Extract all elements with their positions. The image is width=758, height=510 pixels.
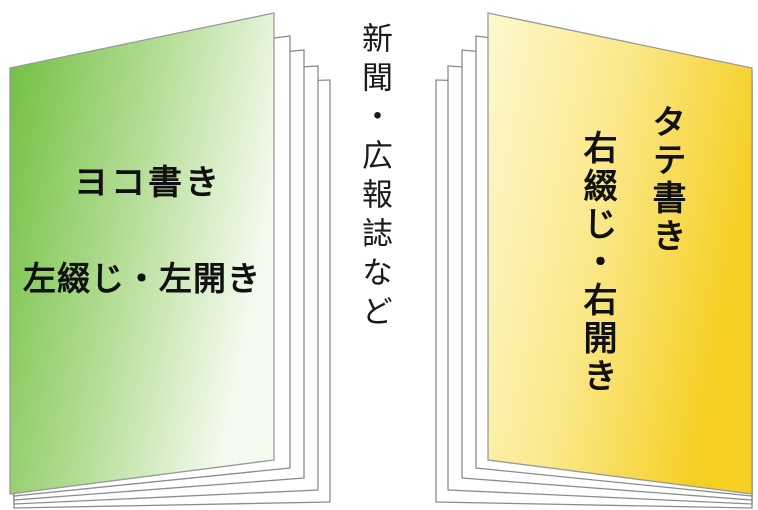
right-book-subtitle: 右綴じ・右開き <box>577 130 617 396</box>
right-book <box>435 12 753 509</box>
left-book-title: ヨコ書き <box>74 163 222 203</box>
left-book: ヨコ書き 左綴じ・左開き <box>9 12 331 509</box>
left-book-subtitle: 左綴じ・左開き <box>23 259 261 298</box>
right-book-title: タテ書き <box>646 104 686 256</box>
left-book-cover <box>9 12 275 495</box>
right-book-cover <box>487 12 753 495</box>
center-note: 新聞・広報誌など <box>356 22 392 334</box>
